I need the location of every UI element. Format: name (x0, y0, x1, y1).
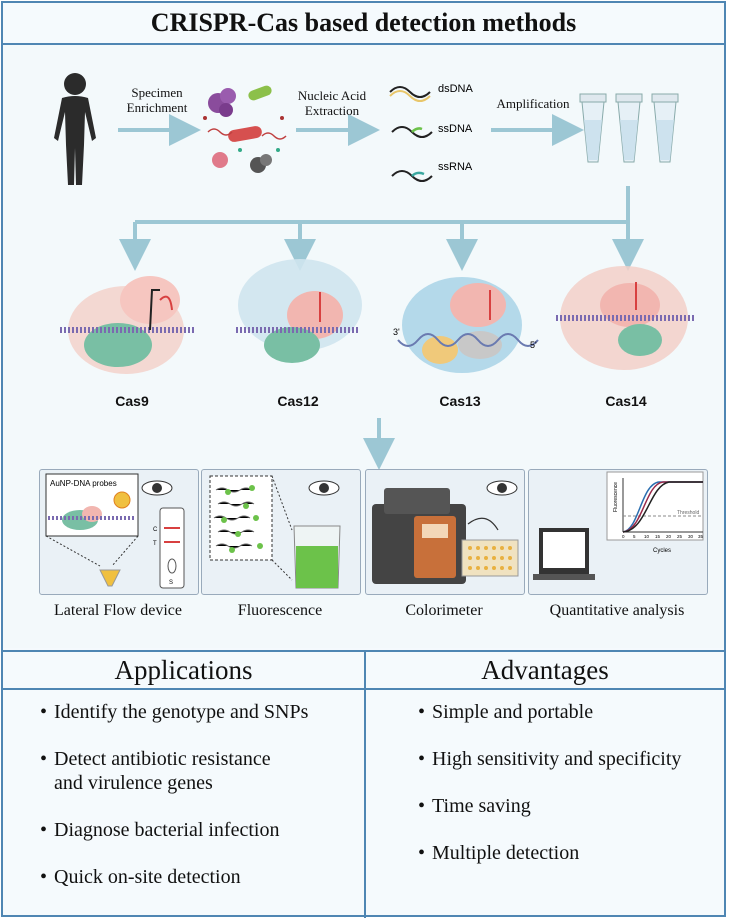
ssdna-label: ssDNA (438, 123, 473, 135)
cas14-label: Cas14 (605, 393, 647, 409)
amplification-label: Amplification (496, 96, 570, 111)
nucleic-acid-extraction-label: Nucleic Acid Extraction (297, 88, 367, 118)
list-item: •Multiple detection (418, 842, 580, 864)
pcr-tubes-icon (579, 93, 679, 163)
qpcr-tick: 5 (633, 534, 636, 539)
applications-heading: Applications (3, 650, 364, 690)
advantages-list: •Simple and portable •High sensitivity a… (418, 700, 681, 888)
cas14-complex-icon (556, 266, 696, 370)
quantitative-analysis-label: Quantitative analysis (549, 602, 685, 619)
cas12-label: Cas12 (277, 393, 319, 409)
dsdna-icon (389, 86, 431, 102)
applications-list: •Identify the genotype and SNPs •Detect … (40, 700, 308, 912)
list-item: •High sensitivity and specificity (418, 748, 682, 770)
specimen-enrichment-label: Specimen Enrichment (126, 85, 188, 115)
ssdna-icon (391, 126, 433, 138)
strip-mark-c: C (153, 527, 158, 533)
qpcr-tick: 0 (622, 534, 625, 539)
qpcr-tick: 25 (677, 534, 683, 539)
dsdna-label: dsDNA (438, 83, 474, 95)
human-silhouette-icon (54, 73, 96, 185)
list-item: •Detect antibiotic resistance (40, 748, 271, 770)
list-item: •Diagnose bacterial infection (40, 819, 280, 841)
microbes-icon (203, 85, 287, 173)
fluorescence-illustration (209, 475, 341, 589)
list-item: •Time saving (418, 795, 531, 817)
lateral-flow-illustration: AuNP-DNA probes C T S (45, 473, 185, 589)
advantages-heading: Advantages (366, 650, 724, 690)
cas9-label: Cas9 (115, 393, 149, 409)
cas13-5prime-label: 5' (530, 340, 537, 350)
quantitative-panel: Fluorescence Cycles Threshold 0 5 10 15 … (528, 469, 708, 595)
qpcr-illustration: Fluorescence Cycles Threshold 0 5 10 15 … (533, 471, 704, 580)
colorimeter-illustration (372, 480, 519, 584)
list-item: •Simple and portable (418, 701, 594, 723)
branch-arrows (119, 186, 644, 470)
qpcr-tick: 30 (688, 534, 694, 539)
lateral-flow-panel: AuNP-DNA probes C T S (39, 469, 199, 595)
qpcr-tick: 20 (666, 534, 672, 539)
eye-icon (308, 480, 340, 496)
strip-mark-t: T (153, 541, 157, 547)
ssrna-icon (391, 170, 433, 182)
probe-label-line: AuNP-DNA probes (50, 479, 117, 488)
fluorescence-label: Fluorescence (237, 602, 323, 619)
qpcr-tick: 10 (644, 534, 650, 539)
qpcr-tick: 35 (698, 534, 704, 539)
qpcr-threshold-label: Threshold (677, 510, 699, 516)
ssrna-label: ssRNA (438, 161, 473, 173)
qpcr-xlabel: Cycles (653, 548, 671, 554)
lateral-flow-label: Lateral Flow device (54, 602, 182, 619)
section-divider (364, 650, 366, 918)
list-item: •Quick on-site detection (40, 866, 241, 888)
colorimeter-label: Colorimeter (405, 602, 483, 619)
cas13-complex-icon (397, 277, 539, 373)
workflow-diagram: dsDNA ssDNA ssRNA (54, 73, 696, 470)
fluorescence-panel (201, 469, 361, 595)
figure-title: CRISPR-Cas based detection methods (1, 1, 726, 45)
list-item: •Identify the genotype and SNPs (40, 701, 309, 723)
strip-mark-s: S (169, 580, 173, 586)
list-item: and virulence genes (54, 772, 213, 794)
eye-icon (486, 480, 518, 496)
cas12-complex-icon (236, 259, 362, 363)
qpcr-ylabel: Fluorescence (613, 482, 619, 512)
cas13-3prime-label: 3' (393, 327, 400, 337)
colorimeter-panel (365, 469, 525, 595)
qpcr-tick: 15 (655, 534, 661, 539)
cas13-label: Cas13 (439, 393, 481, 409)
cas9-complex-icon (60, 276, 195, 374)
eye-icon (141, 480, 173, 496)
